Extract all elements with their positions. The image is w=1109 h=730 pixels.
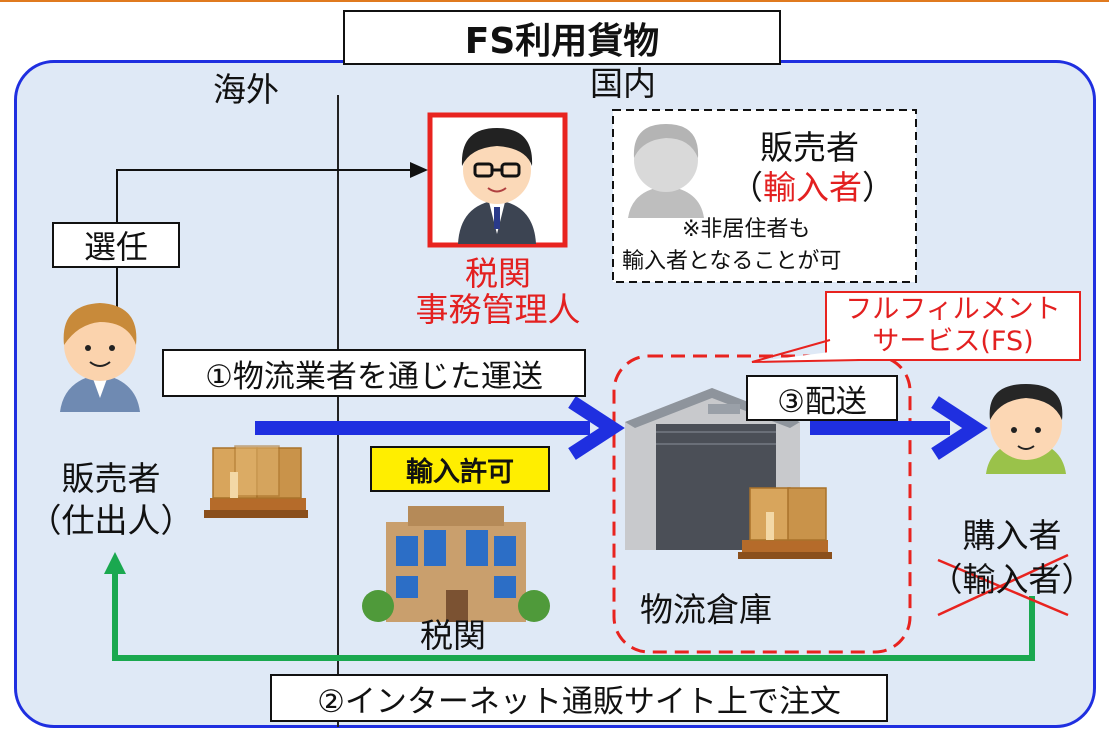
appoint-arrow-line [116,169,410,330]
customs-agent-person-icon [458,128,536,244]
seller-importer-role: （輸入者） [730,168,895,207]
appoint-arrow-head [410,162,428,178]
non-resident-note-line1: ※非居住者も [682,217,811,242]
importer-person-icon [628,124,704,218]
appoint-label: 選任 [52,222,180,268]
seller-importer-title: 販売者 [760,128,859,167]
buyer-label: 購入者 （輸入者） [922,514,1102,602]
customs-agent-line2: 事務管理人 [415,290,581,330]
non-resident-note-line2: 輸入者となることが可 [622,249,842,274]
customs-agent-label: 税関 事務管理人 [408,254,588,330]
importer-role-text: 輸入者 [763,168,862,207]
cross-line-2 [937,553,1069,617]
diagram-title: FS利用貨物 [343,10,781,65]
order-arrow-head [104,552,126,574]
seller-exporter-line2: （仕出人） [28,501,194,540]
warehouse-label: 物流倉庫 [640,590,772,629]
fulfillment-callout-line2: サービス(FS) [872,326,1034,357]
seller-exporter-label: 販売者 （仕出人） [26,458,196,542]
border-divider-line [337,95,339,727]
fulfillment-callout-text: フルフィルメント サービス(FS) [826,294,1080,358]
order-arrow-line [112,572,1035,661]
buyer-line2: （輸入者） [929,560,1095,599]
fulfillment-callout-line1: フルフィルメント [845,294,1061,325]
fulfillment-service-region [612,354,912,654]
transport-arrow-head [568,396,625,460]
cardboard-boxes-icon [204,445,308,518]
cross-line-1 [937,558,1069,617]
paren-open: （ [730,168,763,207]
customs-agent-line1: 税関 [465,254,531,293]
import-permit-badge: 輸入許可 [370,446,550,492]
delivery-arrow-head [931,396,988,460]
region-overseas-label: 海外 [213,70,279,109]
warehouse-boxes-icon [738,487,832,559]
region-domestic-label: 国内 [590,64,656,103]
customs-building-icon [362,506,550,622]
buyer-line1: 購入者 [962,516,1062,555]
seller-exporter-line1: 販売者 [61,459,161,498]
seller-person-icon [60,303,140,412]
step2-label: ②インターネット通販サイト上で注文 [270,674,888,722]
top-accent-line [0,0,1109,2]
paren-close: ） [862,168,895,207]
step1-label: ①物流業者を通じた運送 [162,349,586,397]
fulfillment-callout-bubble [825,291,1081,361]
buyer-person-icon [986,384,1066,474]
customs-label: 税関 [420,616,486,655]
step3-label: ③配送 [746,375,898,421]
